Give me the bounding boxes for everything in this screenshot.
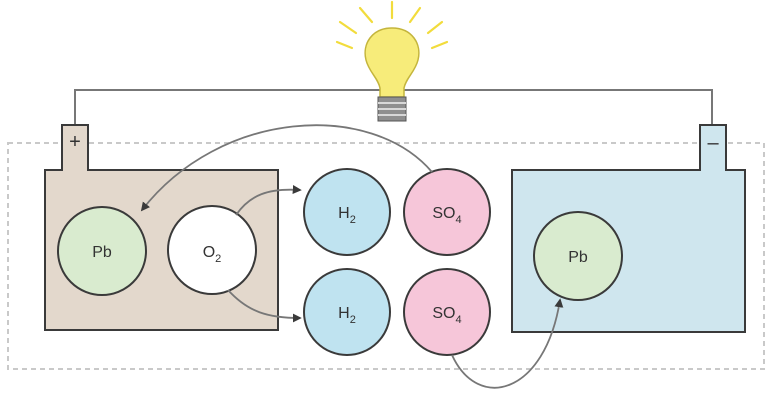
arrow-so4-to-pb-positive xyxy=(140,124,433,212)
battery-casing xyxy=(7,142,765,370)
pb-molecule-positive xyxy=(57,206,147,296)
h2-label-top: H2 xyxy=(338,205,356,226)
arrow-o2-to-h2-top xyxy=(235,185,302,216)
negative-terminal-symbol: – xyxy=(707,132,719,154)
arrow-so4-to-pb-negative xyxy=(451,298,564,389)
arrow-o2-to-h2-bottom xyxy=(227,289,302,323)
h2-label-bottom: H2 xyxy=(338,305,356,326)
o2-molecule xyxy=(167,205,257,295)
h2-molecule-top xyxy=(303,168,391,256)
pb-molecule-negative xyxy=(533,211,623,301)
so4-label-top: SO4 xyxy=(432,205,461,226)
pb-label-negative: Pb xyxy=(568,249,588,266)
so4-molecule-top xyxy=(403,168,491,256)
positive-terminal-symbol: + xyxy=(69,131,81,153)
pb-label-positive: Pb xyxy=(92,244,112,261)
o2-label: O2 xyxy=(203,244,222,265)
h2-molecule-bottom xyxy=(303,268,391,356)
so4-label-bottom: SO4 xyxy=(432,305,461,326)
light-bulb-icon xyxy=(335,0,449,122)
so4-molecule-bottom xyxy=(403,268,491,356)
